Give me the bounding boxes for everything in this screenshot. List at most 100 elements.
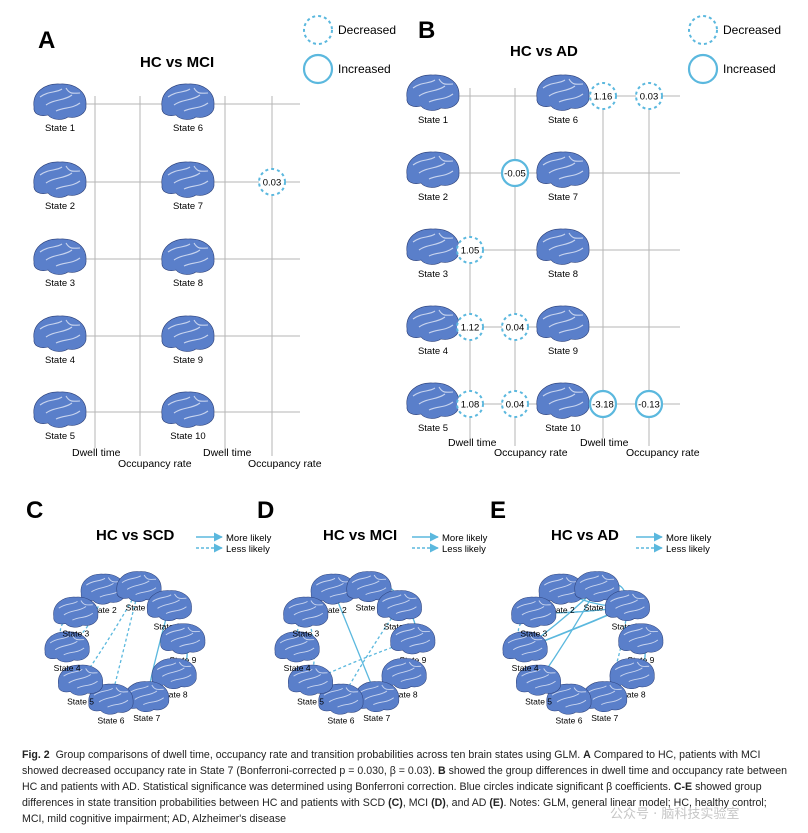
- state-label-e-7: State 7: [591, 713, 618, 723]
- state-label-e-4: State 4: [512, 663, 539, 673]
- value-circle-a-0: [258, 168, 286, 196]
- value-label-b-4: 1.12: [461, 323, 480, 334]
- legend-less-e: Less likely: [666, 544, 710, 555]
- brain-state-10-a: [161, 391, 215, 429]
- state-label-c-2: State 2: [90, 605, 117, 615]
- state-label-a-1: State 1: [45, 123, 75, 134]
- value-label-b-3: 1.05: [461, 246, 480, 257]
- axis-label-occupancy-b2: Occupancy rate: [626, 447, 700, 459]
- brain-state-2-a: [33, 161, 87, 199]
- arrow-legend-e: More likely Less likely: [636, 532, 712, 555]
- state-label-b-5: State 5: [418, 423, 448, 434]
- panel-letter-b: B: [418, 17, 435, 44]
- legend-increased-label-a: Increased: [338, 62, 391, 76]
- brain-state-9-c: [160, 623, 206, 655]
- value-label-b-2: -0.05: [504, 169, 526, 180]
- brain-state-10-c: [146, 590, 193, 622]
- value-label-b-8: -3.18: [592, 400, 614, 411]
- caption-label: Fig. 2: [22, 749, 50, 761]
- brain-state-5-a: [33, 391, 87, 429]
- value-circle-b-3: [456, 236, 484, 264]
- axis-label-occupancy-a2: Occupancy rate: [248, 458, 322, 470]
- brain-state-2-b: [406, 151, 460, 189]
- value-label-a-0: 0.03: [263, 178, 282, 189]
- caption-bold-ce: C-E: [673, 781, 693, 794]
- brain-state-1-a: [33, 83, 87, 121]
- caption-part-2: Compared to HC, patients with MCI showed…: [22, 749, 761, 778]
- axis-label-dwell-a2: Dwell time: [203, 447, 252, 459]
- axis-label-occupancy-a1: Occupancy rate: [118, 458, 192, 470]
- panel-title-d: HC vs MCI: [323, 527, 397, 544]
- panel-title-a: HC vs MCI: [140, 54, 214, 71]
- caption-bold-d: (D): [431, 797, 446, 810]
- value-label-b-0: 1.16: [594, 92, 613, 103]
- state-label-e-8: State 8: [619, 690, 646, 700]
- state-label-c-7: State 7: [133, 713, 160, 723]
- state-label-a-2: State 2: [45, 201, 75, 212]
- legend-decreased-label-a: Decreased: [338, 23, 396, 37]
- brain-state-7-a: [161, 161, 215, 199]
- value-label-b-7: 0.04: [506, 400, 525, 411]
- state-label-a-4: State 4: [45, 355, 75, 366]
- state-label-b-7: State 7: [548, 192, 578, 203]
- state-label-d-5: State 5: [297, 696, 324, 706]
- brain-state-9-e: [618, 623, 664, 655]
- state-label-c-3: State 3: [62, 628, 89, 638]
- state-label-b-3: State 3: [418, 269, 448, 280]
- legend-decreased-circle-b: [688, 15, 718, 45]
- caption-bold-b: B: [437, 765, 446, 778]
- state-label-e-2: State 2: [548, 605, 575, 615]
- brain-state-3-b: [406, 228, 460, 266]
- state-label-c-6: State 6: [97, 715, 124, 725]
- state-label-b-8: State 8: [548, 269, 578, 280]
- caption-part-3: showed the group differences in dwell ti…: [22, 765, 788, 794]
- value-circle-b-6: [456, 390, 484, 418]
- brain-state-5-b: [406, 382, 460, 420]
- value-label-b-5: 0.04: [506, 323, 525, 334]
- value-circle-b-0: [589, 82, 617, 110]
- brain-state-9-d: [390, 623, 436, 655]
- legend-increased-circle-a: [302, 53, 334, 85]
- brain-state-10-e: [604, 590, 651, 622]
- state-label-d-4: State 4: [284, 663, 311, 673]
- state-label-e-3: State 3: [520, 628, 547, 638]
- state-label-d-1: State 1: [356, 603, 383, 613]
- figure-canvas: A HC vs MCI B HC vs AD C HC vs SCD D HC …: [26, 15, 781, 725]
- state-label-d-2: State 2: [320, 605, 347, 615]
- brain-state-6-b: [536, 74, 590, 112]
- state-label-b-6: State 6: [548, 115, 578, 126]
- caption-part-5: , MCI: [402, 797, 429, 810]
- state-label-d-8: State 8: [391, 690, 418, 700]
- panel-letter-d: D: [257, 497, 274, 524]
- state-label-c-5: State 5: [67, 696, 94, 706]
- state-label-b-10: State 10: [545, 423, 580, 434]
- panel-letter-c: C: [26, 497, 43, 524]
- value-circle-b-5: [501, 313, 529, 341]
- brain-state-3-c: [53, 596, 99, 628]
- caption-part-4: showed group differences in state transi…: [22, 781, 762, 810]
- legend-increased-circle-b: [687, 53, 719, 85]
- state-label-d-7: State 7: [363, 713, 390, 723]
- caption-part-6: , and AD: [445, 797, 487, 810]
- value-circle-b-9: [634, 389, 664, 419]
- legend-more-e: More likely: [666, 533, 712, 544]
- value-circle-b-8: [588, 389, 618, 419]
- state-label-a-6: State 6: [173, 123, 203, 134]
- state-label-e-1: State 1: [584, 603, 611, 613]
- arrow-legend-c: More likely Less likely: [196, 532, 272, 555]
- caption-bold-e: (E): [489, 797, 504, 810]
- state-label-a-7: State 7: [173, 201, 203, 212]
- state-label-a-9: State 9: [173, 355, 203, 366]
- value-circle-b-7: [501, 390, 529, 418]
- axis-label-dwell-a1: Dwell time: [72, 447, 121, 459]
- figure-caption: Fig. 2 Group comparisons of dwell time, …: [22, 747, 788, 827]
- value-label-b-1: 0.03: [640, 92, 659, 103]
- brain-state-4-a: [33, 315, 87, 353]
- state-label-b-2: State 2: [418, 192, 448, 203]
- value-label-b-6: 1.08: [461, 400, 480, 411]
- panel-letter-e: E: [490, 497, 506, 524]
- brain-state-3-a: [33, 238, 87, 276]
- legend-decreased-label-b: Decreased: [723, 23, 781, 37]
